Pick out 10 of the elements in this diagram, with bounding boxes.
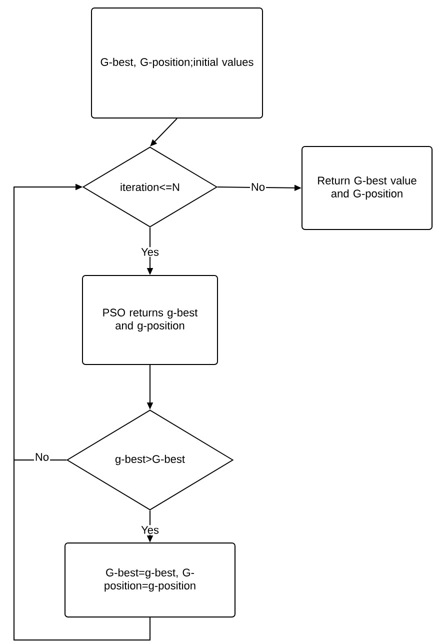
- process-box: PSO returns g-best and g-position: [82, 275, 218, 365]
- arrow: [150, 118, 178, 146]
- edge-label: Yes: [140, 247, 160, 257]
- arrow: [14, 184, 150, 640]
- edge-label: No: [34, 452, 50, 462]
- process-box: G-best, G-position;initial values: [91, 8, 263, 118]
- process-box: Return G-best value and G-position: [302, 146, 432, 230]
- edge-label: No: [250, 182, 266, 192]
- edge-label: Yes: [140, 525, 160, 535]
- process-box: G-best=g-best, G-position=g-position: [64, 542, 236, 618]
